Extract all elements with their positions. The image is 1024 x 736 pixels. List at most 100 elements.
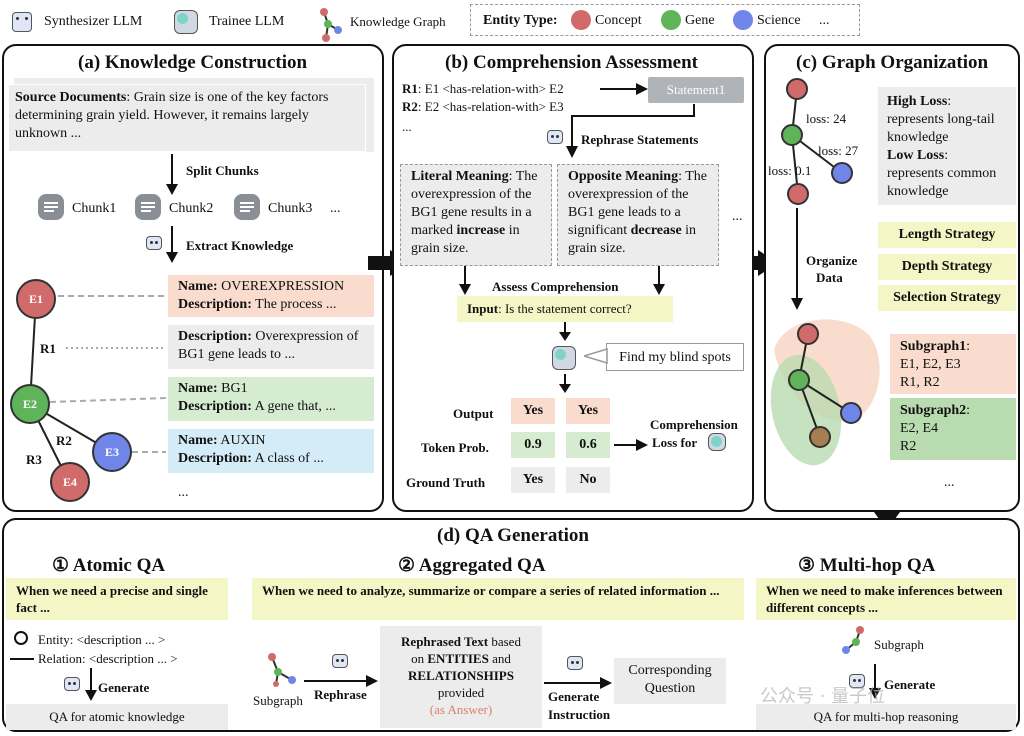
card4-name: AUXIN <box>220 433 266 448</box>
watermark: 公众号 · 量子位 <box>760 686 886 707</box>
science-label: Science <box>757 13 801 28</box>
gene-swatch <box>661 10 681 30</box>
relation-r1: R1: E1 <has-relation-with> E2 <box>402 80 564 97</box>
rephrase-robot-icon <box>547 130 563 144</box>
aggregated-when: When we need to analyze, summarize or co… <box>252 578 744 620</box>
entity-type-legend: Entity Type: Concept Gene Science ... <box>470 4 860 36</box>
cards-more: ... <box>178 485 189 500</box>
to-loss-arrow <box>614 439 648 451</box>
trainee-robot-b-icon <box>552 346 576 370</box>
length-strategy: Length Strategy <box>878 222 1016 248</box>
to-statement-arrow <box>600 83 648 95</box>
sub1-label: Subgraph1 <box>900 339 967 354</box>
edge-r2-label: R2 <box>56 433 72 448</box>
relation-line-icon <box>10 658 34 660</box>
loss-graph-edges <box>791 88 843 195</box>
sub-node-3 <box>840 402 862 424</box>
card2-desc-label: Description: <box>178 329 252 344</box>
atomic-title: ① Atomic QA <box>52 555 166 576</box>
node-e1: E1 <box>16 279 56 319</box>
chunk2-label: Chunk2 <box>169 201 214 216</box>
multi-output: QA for multi-hop reasoning <box>756 704 1016 730</box>
output-1: Yes <box>511 398 555 424</box>
rt-l4: provided <box>437 685 485 700</box>
entity-circle-icon <box>14 631 28 645</box>
chunk1-icon <box>38 194 64 220</box>
panel-b-title: (b) Comprehension Assessment <box>445 52 699 73</box>
loss-node-4 <box>787 183 809 205</box>
assess-label: Assess Comprehension <box>492 279 619 294</box>
literal-meaning-box: Literal Meaning: The overexpression of t… <box>400 164 552 266</box>
opposite-post: in grain size. <box>568 223 697 256</box>
subgraph1-box: Subgraph1: E1, E2, E3 R1, R2 <box>890 334 1016 394</box>
split-arrow <box>166 154 178 195</box>
rt-l1b: based <box>488 634 521 649</box>
loss-node-1 <box>786 78 808 100</box>
relations-more: ... <box>402 119 412 134</box>
synthesizer-robot-icon <box>12 12 32 32</box>
truth-2: No <box>566 467 610 493</box>
loss-01: loss: 0.1 <box>768 163 812 178</box>
card1-desc-label: Description: <box>178 297 252 312</box>
selection-strategy: Selection Strategy <box>878 285 1016 311</box>
concept-label: Concept <box>595 13 642 28</box>
agg-subgraph-icon <box>268 653 296 687</box>
instr-robot-icon <box>567 656 583 670</box>
subgraph2-box: Subgraph2: E2, E4 R2 <box>890 398 1016 460</box>
chunk3-label: Chunk3 <box>268 201 313 216</box>
sub-node-1 <box>797 323 819 345</box>
loss-node-3 <box>831 162 853 184</box>
entity-type-label: Entity Type: <box>483 13 558 28</box>
node-e3: E3 <box>92 432 132 472</box>
to-trainee-arrow <box>559 322 571 341</box>
card3-name: BG1 <box>221 381 248 396</box>
opposite-em: decrease <box>630 223 682 238</box>
multi-gen-arrow <box>869 664 881 699</box>
chunk3-icon <box>234 194 260 220</box>
multi-robot-icon <box>849 674 865 688</box>
rt-l2c: and <box>488 651 511 666</box>
to-output-arrow <box>559 374 571 393</box>
truth-row-label: Ground Truth <box>406 475 486 490</box>
card-overexpression: Name: OVEREXPRESSION Description: The pr… <box>168 275 374 317</box>
prob-1: 0.9 <box>511 432 555 458</box>
loss-legend-box: High Loss: represents long-tail knowledg… <box>878 87 1016 205</box>
token-row-label: Token Prob. <box>421 440 489 455</box>
entity-line: Entity: <description ... > <box>38 632 166 647</box>
instr-arrow <box>544 677 612 689</box>
r2-label: R2 <box>402 99 418 114</box>
multi-generate: Generate <box>884 677 936 692</box>
card4-desc-label: Description: <box>178 451 252 466</box>
source-label: Source Documents <box>15 90 127 105</box>
subgraph-more: ... <box>944 475 955 490</box>
high-loss-label: High Loss <box>887 94 948 109</box>
rt-l3: RELATIONSHIPS <box>408 668 514 683</box>
truth-1: Yes <box>511 467 555 493</box>
extract-arrow <box>166 226 178 263</box>
agg-subgraph-label: Subgraph <box>253 693 303 708</box>
r1-text: : E1 <has-relation-with> E2 <box>417 81 564 96</box>
bubble-tail <box>584 348 608 364</box>
multi-subgraph-icon <box>842 626 864 654</box>
source-text: : Grain size is one of the key factors d… <box>15 90 329 141</box>
rephrase-statements-label: Rephrase Statements <box>581 132 699 147</box>
node-e4: E4 <box>50 462 90 502</box>
sub-node-4 <box>809 426 831 448</box>
r2-text: : E2 <has-relation-with> E3 <box>417 99 564 114</box>
atomic-when: When we need a precise and single fact .… <box>6 578 228 620</box>
prob-2: 0.6 <box>566 432 610 458</box>
gen-instr-2: Instruction <box>548 707 611 722</box>
blind-spots-bubble: Find my blind spots <box>606 343 744 371</box>
organize-2: Data <box>816 270 843 285</box>
atomic-robot-icon <box>64 677 80 691</box>
atomic-output: QA for atomic knowledge <box>6 704 228 730</box>
card3-desc-label: Description: <box>178 399 252 414</box>
legend-trainee: Trainee LLM <box>209 14 285 29</box>
high-loss-text: : represents long-tail knowledge <box>887 94 995 145</box>
opposite-pre: : The overexpression of the BG1 gene lea… <box>568 169 707 238</box>
low-loss-label: Low Loss <box>887 148 945 163</box>
assess-arrows <box>459 266 665 295</box>
rt-l1a: Rephrased Text <box>401 634 489 649</box>
edge-r3-label: R3 <box>26 452 42 467</box>
statement-box: Statement1 <box>648 77 744 103</box>
